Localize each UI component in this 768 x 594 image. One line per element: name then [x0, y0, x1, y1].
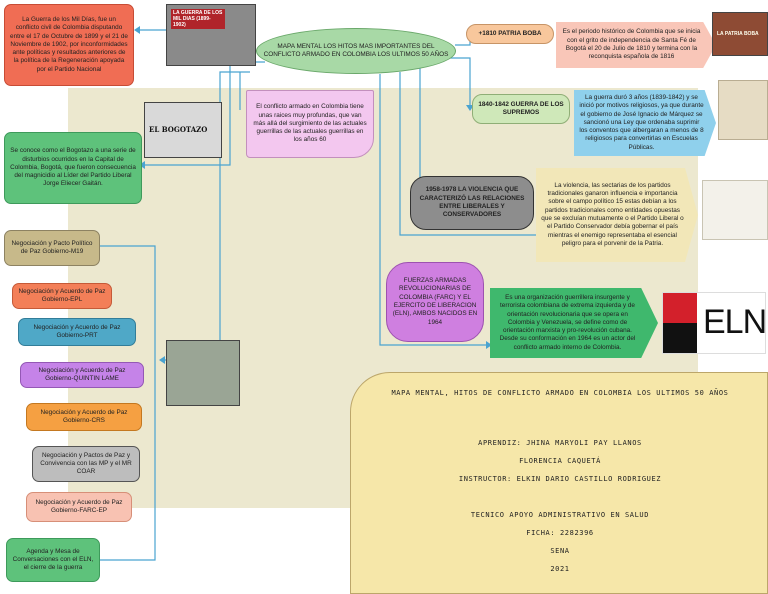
peace-node-label: Negociación y Acuerdo de Paz Gobierno-CR…	[40, 408, 128, 424]
peace-node-label: Negociación y Acuerdo de Paz Gobierno-FA…	[35, 498, 123, 514]
header-label: 1958-1978 LA VIOLENCIA QUE CARACTERIZÓ L…	[419, 186, 525, 219]
node-bogotazo-label: Se conoce como el Bogotazo a una serie d…	[10, 147, 136, 188]
roots-note: El conflicto armado en Colombia tiene un…	[246, 90, 374, 158]
header-label: 1840-1842 GUERRA DE LOS SUPREMOS	[478, 100, 564, 116]
header-label: +1810 PATRIA BOBA	[478, 29, 542, 37]
patria-boba-painting: LA PATRIA BOBA	[712, 12, 768, 56]
credits-year: 2021	[550, 565, 570, 573]
detail-label: La guerra duró 3 años (1839-1842) y se i…	[579, 93, 704, 151]
detail-farc-eln: Es una organización guerrillera insurgen…	[490, 288, 658, 358]
roots-note-label: El conflicto armado en Colombia tiene un…	[253, 103, 367, 144]
credits-panel: MAPA MENTAL, HITOS DE CONFLICTO ARMADO E…	[350, 372, 768, 594]
header-guerra-supremos: 1840-1842 GUERRA DE LOS SUPREMOS	[472, 94, 570, 124]
peace-node-epl: Negociación y Acuerdo de Paz Gobierno-EP…	[12, 283, 112, 309]
credits-city: FLORENCIA CAQUETÁ	[519, 457, 601, 465]
bogotazo-caption: EL BOGOTAZO	[149, 125, 208, 134]
peace-node-label: Negociación y Pacto Político de Paz Gobi…	[11, 239, 93, 255]
header-label: FUERZAS ARMADAS REVOLUCIONARIAS DE COLOM…	[392, 277, 478, 326]
header-violencia: 1958-1978 LA VIOLENCIA QUE CARACTERIZÓ L…	[410, 176, 534, 230]
peace-node-label: Negociación y Acuerdo de Paz Gobierno-EP…	[18, 287, 106, 303]
detail-patria-boba: Es el periodo histórico de Colombia que …	[556, 22, 716, 68]
credits-apprentice: APRENDIZ: JHINA MARYOLI PAY LLANOS	[478, 439, 642, 447]
peace-node-label: Negociación y Pactos de Paz y Convivenci…	[40, 451, 132, 476]
credits-instructor: INSTRUCTOR: ELKIN DARIO CASTILLO RODRIGU…	[458, 475, 662, 483]
detail-violencia: La violencia, las sectarias de los parti…	[536, 168, 698, 262]
bogotazo-photo: EL BOGOTAZO	[144, 102, 222, 158]
credits-title: MAPA MENTAL, HITOS DE CONFLICTO ARMADO E…	[391, 389, 729, 397]
peace-node-mp-mr-coar: Negociación y Pactos de Paz y Convivenci…	[32, 446, 140, 482]
detail-label: La violencia, las sectarias de los parti…	[541, 181, 684, 247]
detail-guerra-supremos: La guerra duró 3 años (1839-1842) y se i…	[574, 90, 716, 156]
detail-label: Es el periodo histórico de Colombia que …	[562, 28, 701, 61]
peace-node-label: Agenda y Mesa de Conversaciones con el E…	[12, 547, 94, 572]
violencia-sketch	[702, 180, 768, 240]
peace-node-label: Negociación y Acuerdo de Paz Gobierno-PR…	[33, 323, 121, 339]
credits-program: TECNICO APOYO ADMINISTRATIVO EN SALUD	[470, 511, 650, 519]
peace-handshake-photo	[166, 340, 240, 406]
patria-boba-caption: LA PATRIA BOBA	[717, 31, 759, 37]
credits-ficha: FICHA: 2282396	[526, 529, 594, 537]
peace-node-crs: Negociación y Acuerdo de Paz Gobierno-CR…	[26, 403, 142, 431]
peace-node-farc-ep: Negociación y Acuerdo de Paz Gobierno-FA…	[26, 492, 132, 522]
mil-dias-caption: LA GUERRA DE LOS MIL DIAS (1899-1902)	[171, 9, 225, 29]
header-patria-boba: +1810 PATRIA BOBA	[466, 24, 554, 44]
eln-text: ELN	[703, 303, 767, 341]
guerra-supremos-portraits	[718, 80, 768, 140]
eln-flag-black	[663, 323, 697, 353]
eln-logo: ELN	[662, 292, 767, 354]
central-topic-label: MAPA MENTAL LOS HITOS MAS IMPORTANTES DE…	[263, 42, 449, 58]
credits-institution: SENA	[550, 547, 570, 555]
node-mil-dias: La Guerra de los Mil Días, fue un confli…	[4, 4, 134, 86]
eln-flag-red	[663, 293, 697, 323]
peace-node-label: Negociación y Acuerdo de Paz Gobierno-QU…	[38, 366, 126, 382]
central-topic: MAPA MENTAL LOS HITOS MAS IMPORTANTES DE…	[256, 28, 456, 74]
header-farc-eln: FUERZAS ARMADAS REVOLUCIONARIAS DE COLOM…	[386, 262, 484, 342]
peace-node-prt: Negociación y Acuerdo de Paz Gobierno-PR…	[18, 318, 136, 346]
peace-node-m19: Negociación y Pacto Político de Paz Gobi…	[4, 230, 100, 266]
peace-node-eln: Agenda y Mesa de Conversaciones con el E…	[6, 538, 100, 582]
mil-dias-photo: LA GUERRA DE LOS MIL DIAS (1899-1902)	[166, 4, 256, 66]
node-mil-dias-label: La Guerra de los Mil Días, fue un confli…	[10, 15, 128, 73]
peace-node-quintin-lame: Negociación y Acuerdo de Paz Gobierno-QU…	[20, 362, 144, 388]
detail-label: Es una organización guerrillera insurgen…	[499, 293, 636, 351]
node-bogotazo: Se conoce como el Bogotazo a una serie d…	[4, 132, 142, 204]
